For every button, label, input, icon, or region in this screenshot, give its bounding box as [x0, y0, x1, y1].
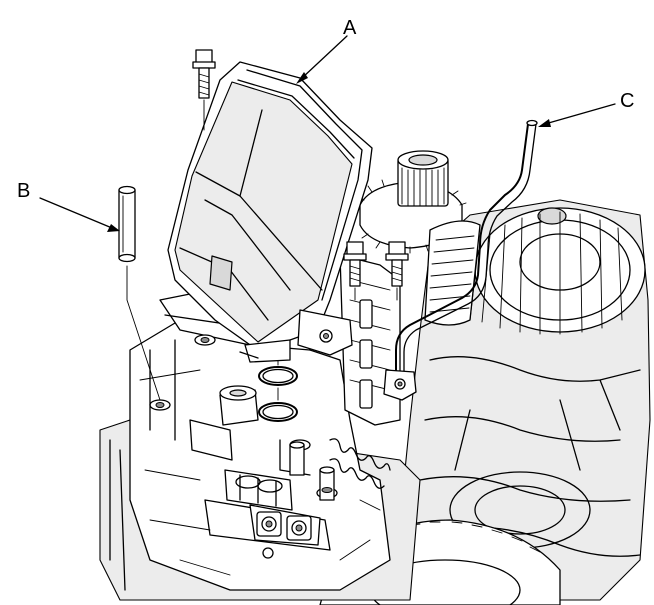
filter-cover-part-a: [167, 61, 373, 363]
intermediate-gear: [424, 220, 481, 326]
valve-body-assembly: [99, 289, 421, 601]
bolt-center-left: [343, 241, 367, 301]
dowel-pin-part-b: [118, 185, 161, 401]
callout-label-a: A: [343, 17, 357, 39]
callout-label-b: B: [17, 180, 31, 202]
callout-label-c: C: [620, 90, 635, 112]
bolt-top-left: [192, 49, 216, 131]
leader-lines: [39, 35, 616, 232]
bolt-center-right: [385, 241, 409, 301]
tube-part-c: [383, 119, 538, 401]
o-rings: [258, 354, 298, 422]
